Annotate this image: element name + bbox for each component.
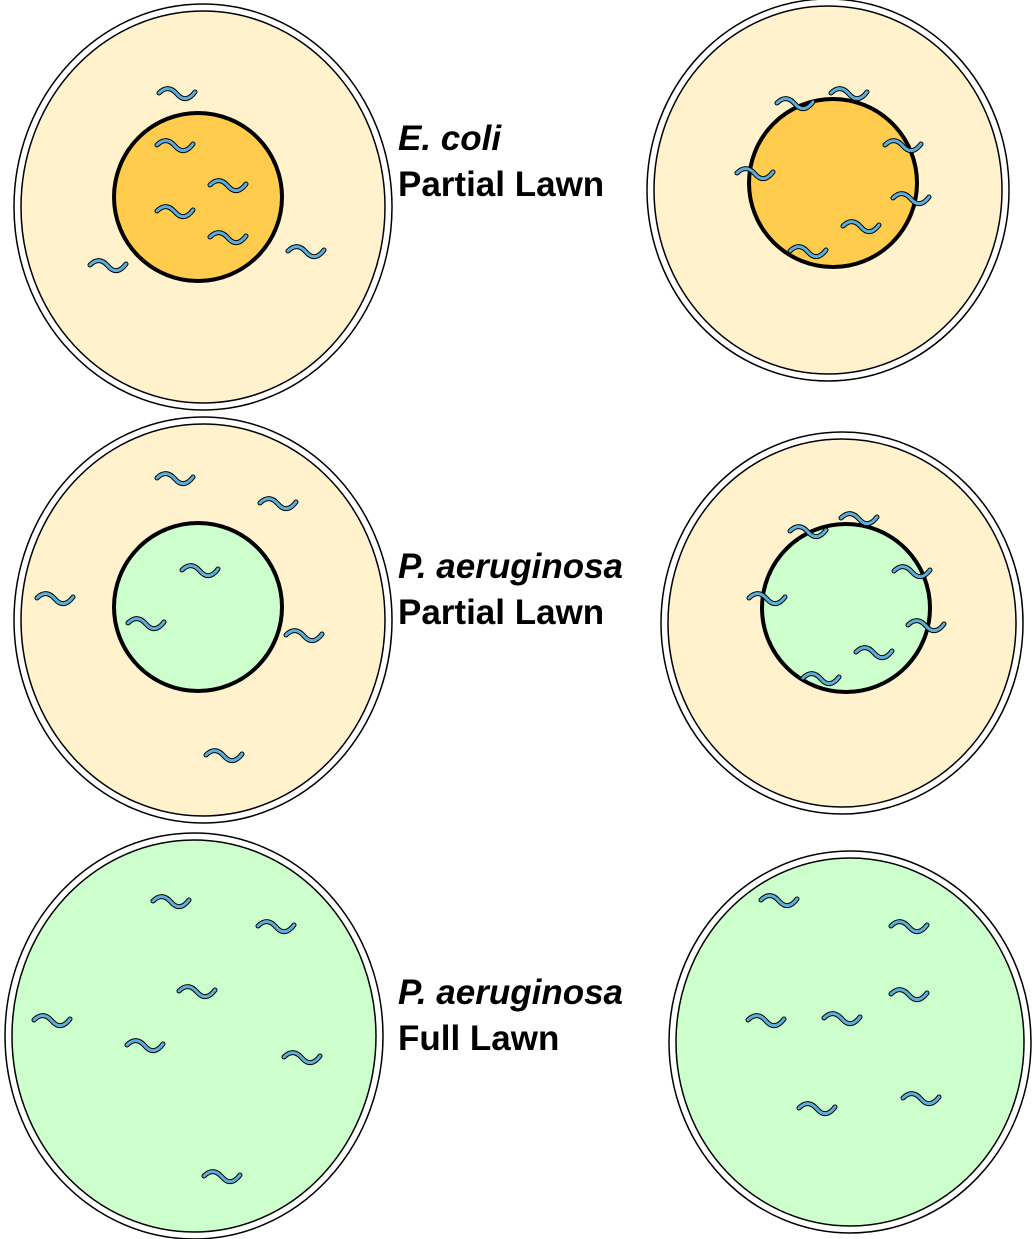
- row-label-ecoli-partial: E. coli Partial Lawn: [398, 116, 604, 208]
- row-label-pa-full: P. aeruginosa Full Lawn: [398, 970, 623, 1062]
- plate-ecoli-initial: [14, 4, 392, 410]
- plate-pa-partial-later: [661, 432, 1023, 814]
- plate-pa-full-later: [669, 851, 1031, 1233]
- species-label: E. coli: [398, 116, 604, 162]
- species-label: P. aeruginosa: [398, 544, 623, 590]
- plate-pa-full-initial: [5, 833, 383, 1239]
- plate-pa-partial-initial: [14, 417, 392, 823]
- species-label: P. aeruginosa: [398, 970, 623, 1016]
- lawn-type-label: Partial Lawn: [398, 162, 604, 208]
- lawn-type-label: Partial Lawn: [398, 590, 623, 636]
- plate-ecoli-later: [647, 0, 1009, 381]
- row-label-pa-partial: P. aeruginosa Partial Lawn: [398, 544, 623, 636]
- lawn-type-label: Full Lawn: [398, 1016, 623, 1062]
